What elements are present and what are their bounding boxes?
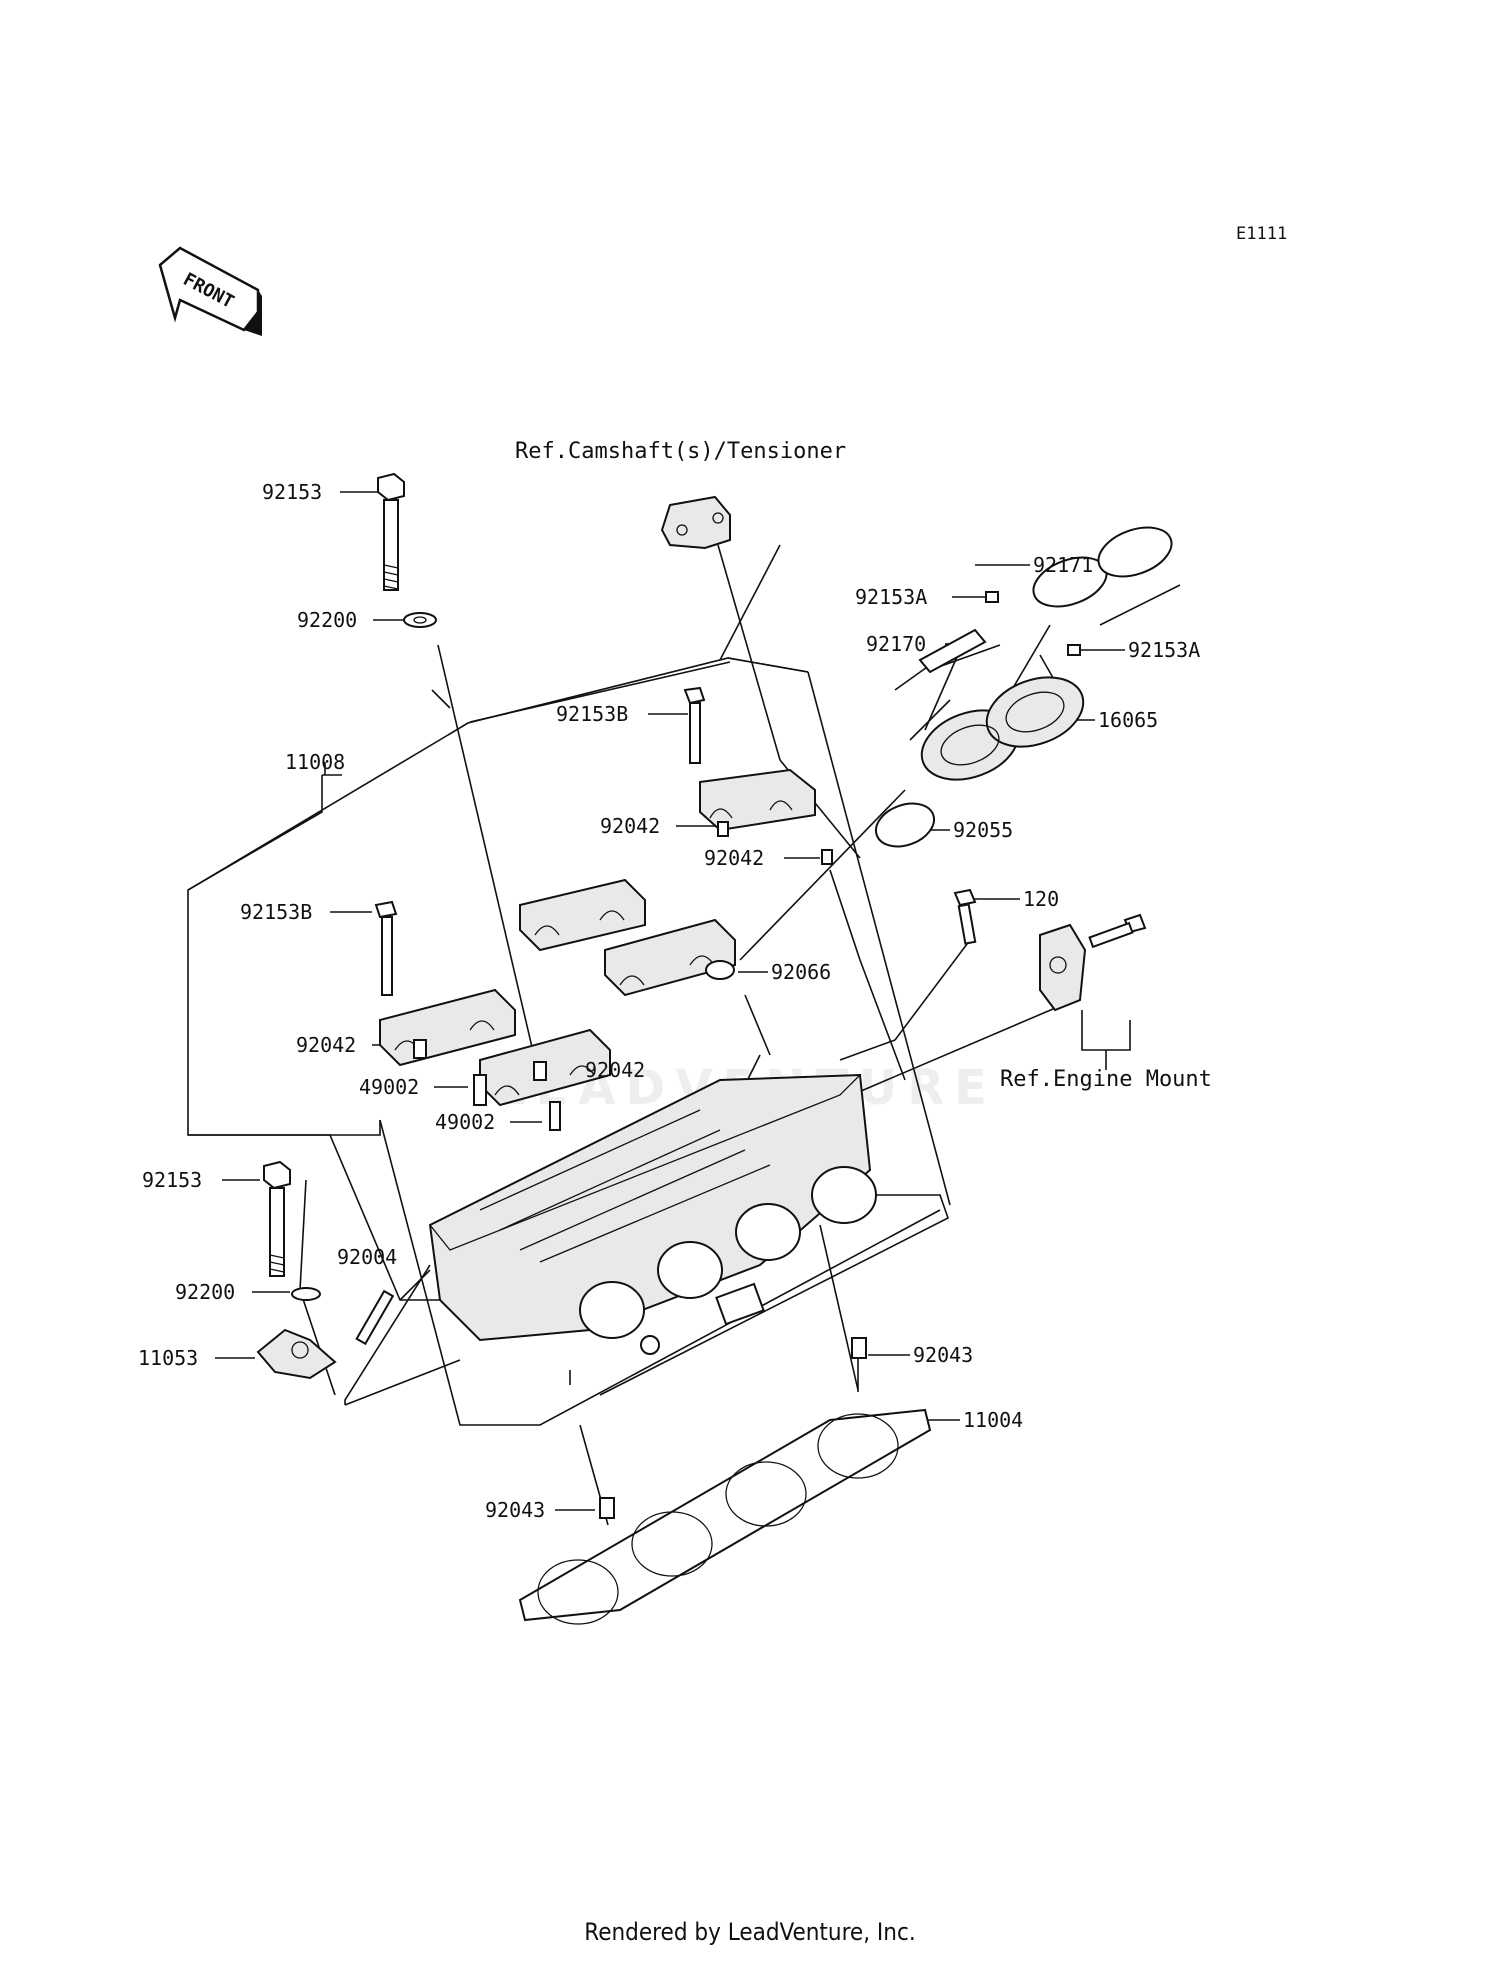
callout-92153: 92153 [142, 1168, 202, 1192]
dowel-92042-a [717, 821, 729, 837]
plug-92066 [705, 960, 735, 980]
front-arrow-icon: FRONT [158, 246, 262, 336]
bolt-92153b-upper [683, 686, 706, 764]
head-gasket-11004 [518, 1408, 932, 1625]
bolt-92153-top [377, 472, 405, 591]
clamp-92171 [1032, 526, 1181, 626]
callout-120: 120 [1023, 887, 1059, 911]
callout-92004: 92004 [337, 1245, 397, 1269]
callout-92153a: 92153A [1128, 638, 1200, 662]
bracket-11053 [256, 1328, 337, 1380]
diagram-code: E1111 [1236, 224, 1288, 244]
callout-92042: 92042 [704, 846, 764, 870]
cylinder-head [428, 1073, 877, 1355]
callout-92042: 92042 [585, 1058, 645, 1082]
guide-49002-a [473, 1074, 487, 1106]
callout-92043: 92043 [485, 1498, 545, 1522]
callout-92043: 92043 [913, 1343, 973, 1367]
callout-92042: 92042 [296, 1033, 356, 1057]
guide-49002-b [549, 1101, 561, 1131]
screw-92153a-a [985, 591, 999, 603]
screw-92153a-b [1067, 644, 1081, 656]
bolt-120 [953, 888, 977, 945]
plate-92170 [918, 628, 987, 674]
callout-11004: 11004 [963, 1408, 1023, 1432]
callout-11053: 11053 [138, 1346, 198, 1370]
callout-ticks [215, 491, 1125, 1511]
callout-92200: 92200 [175, 1280, 235, 1304]
callout-92171: 92171 [1033, 553, 1093, 577]
callout-49002: 49002 [435, 1110, 495, 1134]
callout-92170: 92170 [866, 632, 926, 656]
callout-92055: 92055 [953, 818, 1013, 842]
dowel-92043-a [851, 1337, 867, 1359]
cam-cap-upper [699, 768, 816, 832]
callout-labels: 92153 92200 11008 92153B 92042 92042 921… [138, 480, 1200, 1522]
callout-16065: 16065 [1098, 708, 1158, 732]
callout-92153a: 92153A [855, 585, 927, 609]
dowel-92042-c [413, 1039, 427, 1059]
callout-92153b: 92153B [556, 702, 628, 726]
callout-11008: 11008 [285, 750, 345, 774]
washer-92200-top [403, 612, 437, 628]
callout-92153: 92153 [262, 480, 322, 504]
insulator-16065 [920, 676, 1085, 781]
callout-92042: 92042 [600, 814, 660, 838]
ref-engine-mount-label: Ref.Engine Mount [1000, 1067, 1212, 1092]
stud-92004 [355, 1289, 395, 1346]
callout-92153b: 92153B [240, 900, 312, 924]
dowel-92043-b [599, 1497, 615, 1519]
engine-mount-ref-part [1039, 913, 1147, 1012]
bolt-92153-bottom [263, 1160, 291, 1277]
o-ring-92055 [874, 802, 936, 848]
dowel-92042-b [821, 849, 833, 865]
camshaft-tensioner-ref-part [660, 495, 731, 550]
callout-49002: 49002 [359, 1075, 419, 1099]
callout-92200: 92200 [297, 608, 357, 632]
washer-92200-bottom [291, 1287, 321, 1301]
cam-caps [379, 878, 736, 1107]
callout-92066: 92066 [771, 960, 831, 984]
dowel-92042-d [533, 1061, 547, 1081]
ref-camshaft-label: Ref.Camshaft(s)/Tensioner [515, 439, 846, 464]
leader-lines [187, 544, 1131, 1526]
bolt-92153b-lower [374, 900, 398, 996]
footer-credit: Rendered by LeadVenture, Inc. [584, 1918, 916, 1946]
